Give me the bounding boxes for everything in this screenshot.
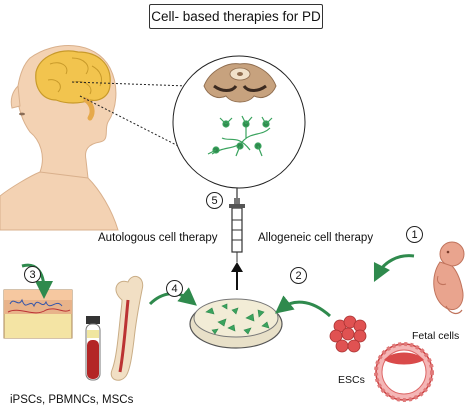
step-5-badge: 5 bbox=[206, 192, 223, 209]
blood-tube-icon bbox=[85, 316, 101, 381]
arrow-head-up bbox=[231, 262, 243, 272]
arrow-escs-to-dish bbox=[274, 295, 332, 318]
embryo-icon bbox=[329, 315, 367, 353]
autologous-label: Autologous cell therapy bbox=[98, 232, 218, 244]
step-2-badge: 2 bbox=[290, 267, 307, 284]
escs-label: ESCs bbox=[338, 374, 365, 386]
arrow-fetal-to-allogeneic bbox=[373, 254, 415, 283]
syringe-icon bbox=[229, 188, 245, 262]
fetus-icon bbox=[433, 241, 465, 315]
petri-dish-icon bbox=[189, 298, 283, 349]
bone-icon bbox=[110, 275, 144, 381]
cell-sources-label: iPSCs, PBMNCs, MSCs bbox=[10, 394, 134, 406]
allogeneic-label: Allogeneic cell therapy bbox=[258, 232, 374, 244]
fetal-cells-label: Fetal cells bbox=[412, 330, 460, 342]
neurons-icon bbox=[207, 115, 273, 157]
step-1-badge: 1 bbox=[406, 226, 423, 243]
skin-layers-icon bbox=[3, 289, 73, 339]
brain-icon bbox=[35, 50, 111, 121]
blastocyst-icon bbox=[374, 342, 434, 402]
step-4-badge: 4 bbox=[166, 280, 183, 297]
diagram-title: Cell- based therapies for PD bbox=[149, 4, 323, 29]
zoom-line-top bbox=[71, 81, 189, 87]
step-3-badge: 3 bbox=[24, 266, 41, 283]
midbrain-section-icon bbox=[203, 63, 277, 103]
